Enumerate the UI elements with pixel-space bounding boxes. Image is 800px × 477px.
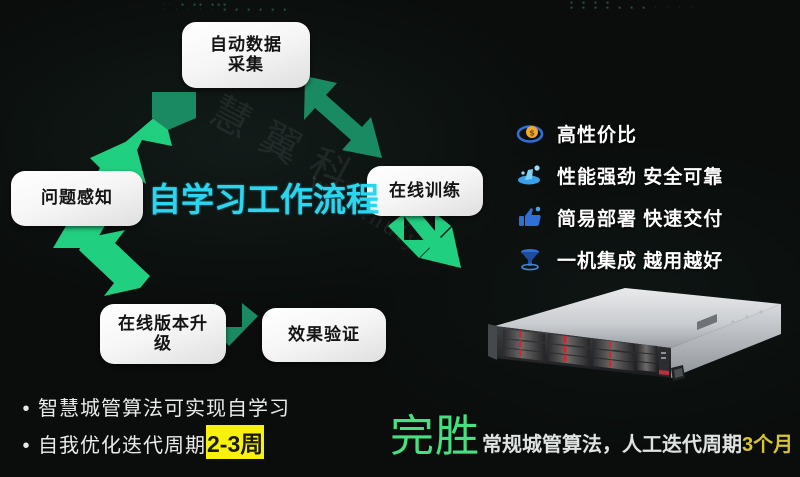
claim-duration: 3个月 [742, 434, 794, 456]
feature-item-deploy-delivery: 简易部署 快速交付 [515, 196, 790, 238]
claim-headline: 完胜 [390, 411, 480, 462]
flow-node-label: 问题感知 [41, 188, 113, 208]
coin-icon: $ [515, 118, 545, 148]
arrow-upgrade-to-perceive [79, 230, 150, 296]
feature-label: 简易部署 快速交付 [557, 208, 724, 230]
flow-node-label: 自动数据 采集 [210, 34, 282, 74]
arrow-perceive-to-collect-head [108, 110, 172, 172]
bullet-item-self-learning: • 智慧城管算法可实现自学习 [14, 392, 384, 425]
feature-label: 性能强劲 安全可靠 [557, 166, 724, 188]
flow-node-problem-perception[interactable]: 问题感知 [11, 171, 143, 226]
svg-text:$: $ [529, 129, 535, 138]
rocket-icon [515, 160, 545, 190]
claim-body: 常规城管算法，人工迭代周期 [482, 434, 742, 456]
flow-node-label: 在线版本升 级 [118, 313, 208, 353]
feature-list: $ 高性价比 性能强劲 安全可靠 [515, 112, 790, 280]
feature-label: 一机集成 越用越好 [557, 250, 724, 272]
bullet-marker-icon: • [22, 398, 30, 420]
bullet-marker-icon: • [22, 435, 30, 457]
arrow-collect-down-left [152, 92, 196, 130]
arrow-collect-to-train [304, 76, 382, 158]
flow-node-auto-data-collection[interactable]: 自动数据 采集 [182, 22, 310, 88]
rack-server-image [488, 288, 781, 381]
flow-node-online-version-upgrade[interactable]: 在线版本升 级 [100, 304, 226, 364]
bullet-label: 智慧城管算法可实现自学习 [38, 398, 290, 420]
thumbs-up-icon [515, 202, 545, 232]
feature-label: 高性价比 [557, 124, 638, 146]
flow-node-online-training[interactable]: 在线训练 [367, 166, 483, 216]
flow-node-effect-verification[interactable]: 效果验证 [262, 308, 386, 362]
feature-item-cost-performance: $ 高性价比 [515, 112, 790, 154]
flow-node-label: 在线训练 [389, 180, 461, 200]
arrow-verify-down [388, 213, 451, 258]
dot-pattern-left-icon: ·· ▪ ▪▪ ▪▪▪ · · · · · ▪ ▪ ▪ ▪ ▪ ▪ [163, 2, 290, 13]
server-stack-icon [515, 244, 545, 274]
feature-item-all-in-one: 一机集成 越用越好 [515, 238, 790, 280]
bullet-highlight: 2-3周 [206, 425, 265, 459]
diagram-center-title: 自学习工作流程 [148, 181, 379, 218]
feature-item-performance-security: 性能强劲 安全可靠 [515, 154, 790, 196]
bullet-label: 自我优化迭代周期 [38, 435, 206, 457]
dot-pattern-right-icon: ▪ ▪ ▪ ▪ ▪ ▪ ▪ ▪ ▪ ▪ ▪ · · · · [570, 0, 697, 11]
flow-node-label: 效果验证 [288, 324, 360, 344]
